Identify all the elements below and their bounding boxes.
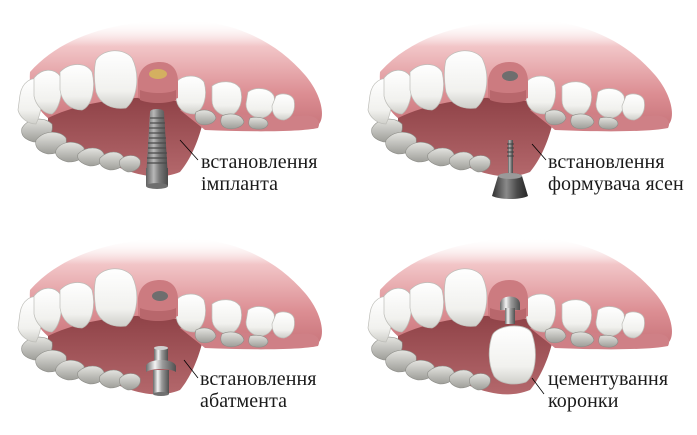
implant-top-icon <box>152 291 168 301</box>
leader-line <box>179 139 199 161</box>
leader-line <box>183 359 199 379</box>
step-panel-crown: цементування коронки <box>350 218 697 435</box>
step-label-line1: встановлення <box>548 151 665 173</box>
abutment-post-icon <box>500 296 520 324</box>
jaw-illustration-healing-cap <box>350 0 697 199</box>
step-label-line1: встановлення <box>200 368 317 390</box>
crown-icon <box>488 325 536 385</box>
step-label-line2: імпланта <box>201 173 279 195</box>
jaw-illustration-crown <box>350 218 697 395</box>
empty-socket-icon <box>149 69 167 79</box>
step-label-line1: встановлення <box>201 151 318 173</box>
step-label-crown: цементування коронки <box>548 368 668 412</box>
step-label-implant: встановлення імпланта <box>201 151 318 195</box>
step-label-line2: коронки <box>548 390 619 412</box>
abutment-icon <box>146 346 176 396</box>
step-label-line2: абатмента <box>200 390 288 412</box>
leader-line <box>531 143 547 161</box>
jaw-illustration-implant <box>0 0 348 189</box>
step-panel-abutment: встановлення абатмента <box>0 218 348 435</box>
step-label-abutment: встановлення абатмента <box>200 368 317 412</box>
healing-cap-icon <box>492 140 528 199</box>
step-label-healing-cap: встановлення формувача ясен <box>548 151 684 195</box>
step-panel-implant: встановлення імпланта <box>0 0 348 217</box>
leader-line <box>531 377 545 395</box>
step-label-line1: цементування <box>548 368 669 390</box>
implant-screw-icon <box>146 109 168 189</box>
implant-top-icon <box>502 71 518 81</box>
step-panel-healing-cap: встановлення формувача ясен <box>350 0 697 217</box>
step-label-line2: формувача ясен <box>548 173 684 195</box>
jaw-illustration-abutment <box>0 218 348 396</box>
